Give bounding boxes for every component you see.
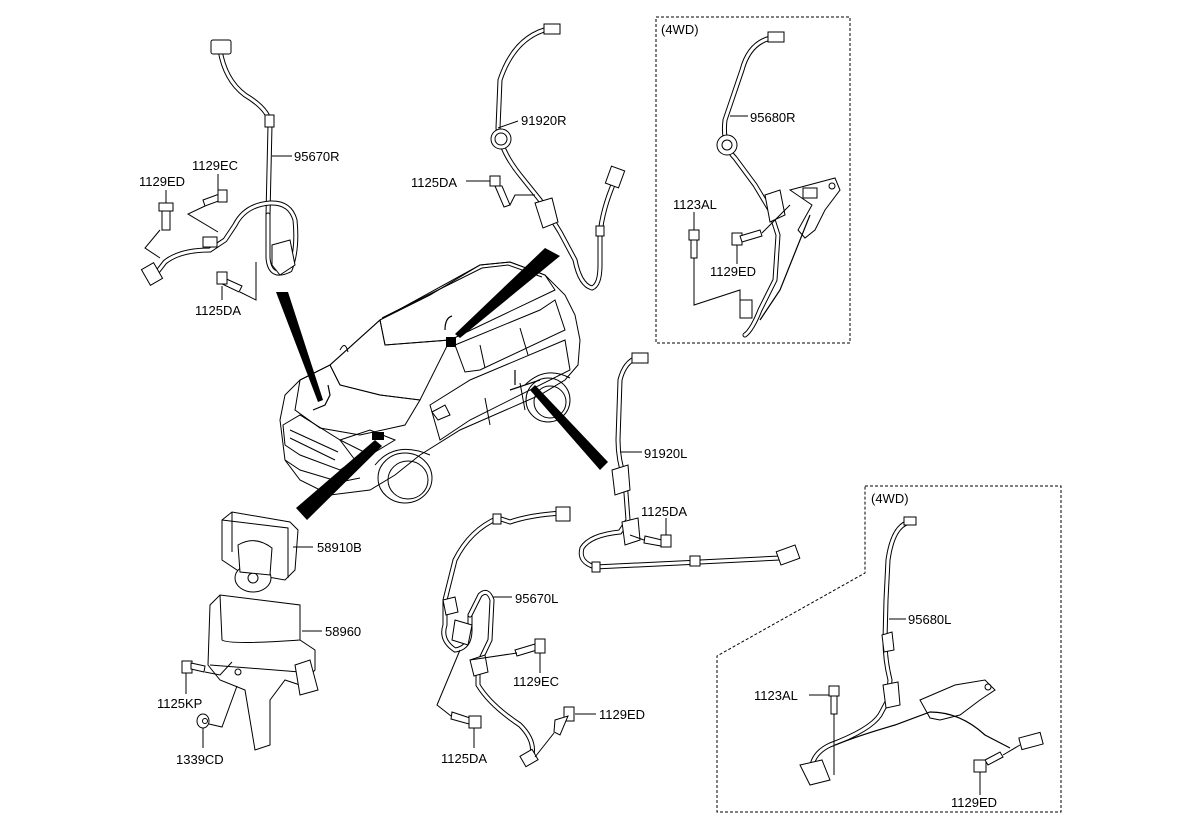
label-58960: 58960	[325, 624, 361, 639]
bolt-1129EC-front-right	[202, 189, 228, 207]
nut-1339CD	[196, 713, 210, 729]
part-group-rear-right-sensor-4wd	[688, 31, 841, 338]
part-group-rear-left-sensor-2wd	[578, 352, 801, 573]
label-1125DA-front-right: 1125DA	[195, 303, 241, 318]
part-group-front-left-sensor	[436, 506, 596, 768]
label-1125DA-rear-right: 1125DA	[411, 175, 457, 190]
part-group-rear-left-sensor-4wd	[799, 516, 1044, 795]
part-group-abs-module	[181, 511, 322, 751]
pointer-front-right	[276, 292, 323, 402]
label-95680L: 95680L	[908, 612, 951, 627]
bolt-1129ED-front-right	[158, 202, 174, 231]
bolt-1129ED-rear-left	[973, 751, 1004, 773]
pointer-abs-module	[296, 440, 382, 520]
label-95670L: 95670L	[515, 591, 558, 606]
label-1123AL-rear-right: 1123AL	[673, 197, 717, 212]
pointer-rear-right	[455, 248, 560, 338]
label-1129ED-rear-left: 1129ED	[951, 795, 997, 810]
label-1129EC-front-right: 1129EC	[192, 158, 238, 173]
bolt-1129ED-rear-right	[731, 229, 763, 246]
box-4wd-rear-left	[716, 485, 1062, 813]
label-1125DA-rear-left: 1125DA	[641, 504, 687, 519]
bolt-1125KP	[181, 660, 206, 674]
bolt-1125DA-front-right	[216, 271, 243, 293]
bolt-1125DA-rear-left	[643, 534, 672, 548]
pointer-rear-left	[530, 385, 608, 470]
part-group-front-right-sensor	[140, 39, 299, 301]
label-1125DA-front-left: 1125DA	[441, 751, 487, 766]
label-1129EC-front-left: 1129EC	[513, 674, 559, 689]
bolt-1123AL-rear-left	[828, 685, 840, 715]
bolt-1125DA-rear-right	[489, 175, 511, 208]
label-95680R: 95680R	[750, 110, 796, 125]
vehicle-illustration	[279, 261, 581, 504]
bolt-1129ED-front-left	[553, 706, 575, 736]
label-91920L: 91920L	[644, 446, 687, 461]
pointer-wedges	[276, 248, 608, 520]
label-1123AL-rear-left: 1123AL	[754, 688, 798, 703]
label-95670R: 95670R	[294, 149, 340, 164]
part-group-rear-right-sensor-2wd	[466, 23, 626, 291]
label-1129ED-front-left: 1129ED	[599, 707, 645, 722]
label-1129ED-rear-right: 1129ED	[710, 264, 756, 279]
label-1125KP: 1125KP	[157, 696, 202, 711]
label-1129ED-front-right: 1129ED	[139, 174, 185, 189]
bolt-1125DA-front-left	[450, 711, 482, 729]
box-4wd-rear-right	[655, 16, 851, 344]
label-1339CD: 1339CD	[176, 752, 224, 767]
label-4wd-rear-right: (4WD)	[661, 22, 699, 37]
abs-bracket-58960	[207, 594, 319, 751]
label-4wd-rear-left: (4WD)	[871, 491, 909, 506]
abs-hydraulic-unit-58910B	[221, 511, 299, 593]
label-91920R: 91920R	[521, 113, 567, 128]
bolt-1123AL-rear-right	[688, 229, 700, 259]
label-58910B: 58910B	[317, 540, 362, 555]
